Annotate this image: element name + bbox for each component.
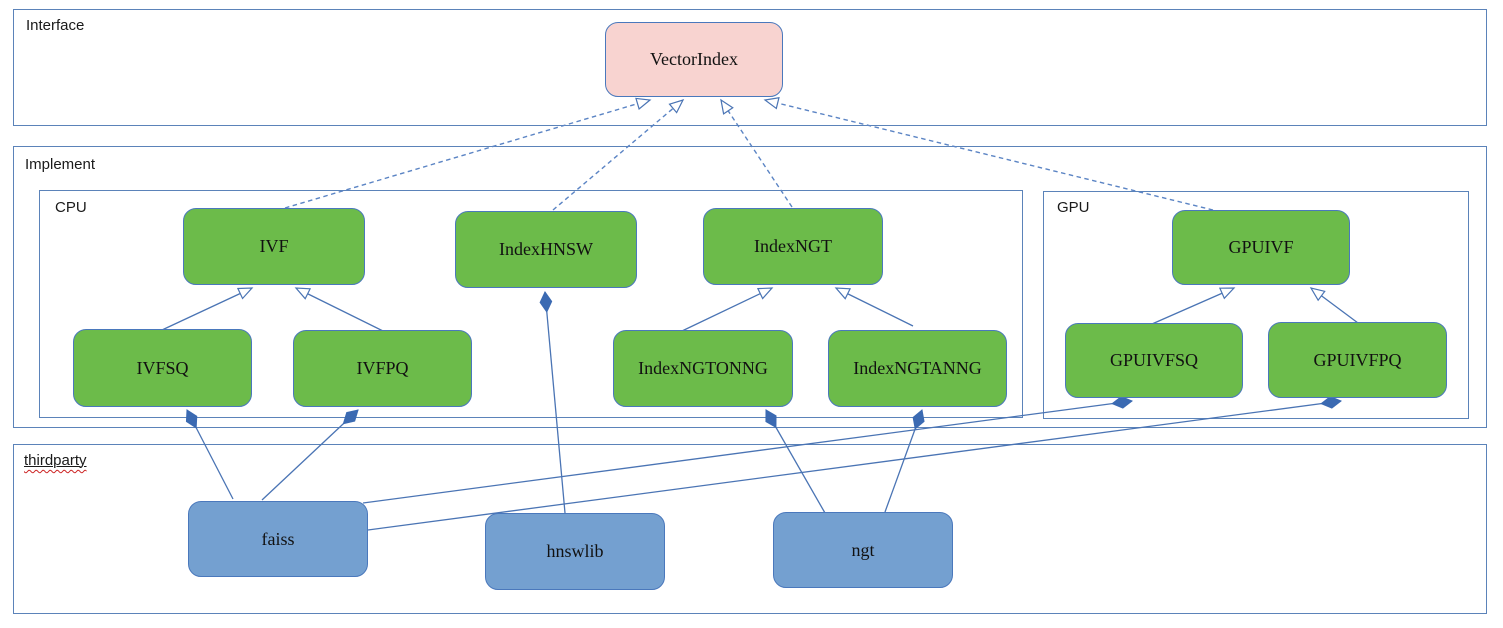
node-indexngtanng-label: IndexNGTANNG — [853, 358, 982, 378]
node-indexngtanng: IndexNGTANNG — [828, 330, 1007, 407]
container-cpu-label: CPU — [55, 199, 87, 216]
node-vectorindex-label: VectorIndex — [650, 49, 738, 69]
node-ivfpq: IVFPQ — [293, 330, 472, 407]
node-indexngt-label: IndexNGT — [754, 236, 832, 256]
node-gpuivfpq-label: GPUIVFPQ — [1313, 349, 1402, 370]
node-ivfsq-label: IVFSQ — [136, 357, 189, 378]
node-faiss-label: faiss — [261, 528, 295, 549]
container-gpu-label: GPU — [1057, 199, 1090, 216]
node-gpuivfsq-label: GPUIVFSQ — [1109, 350, 1199, 370]
node-vectorindex: VectorIndex — [605, 22, 783, 97]
node-indexhnsw: IndexHNSW — [455, 211, 637, 288]
node-gpuivf-label: GPUIVF — [1228, 237, 1294, 257]
node-ivf: IVF — [183, 208, 365, 285]
node-gpuivf: GPUIVF — [1172, 210, 1350, 285]
container-implement-label: Implement — [25, 156, 96, 173]
node-ngt-label: ngt — [851, 539, 875, 560]
node-faiss: faiss — [188, 501, 368, 577]
node-indexngt: IndexNGT — [703, 208, 883, 285]
node-gpuivfpq: GPUIVFPQ — [1268, 322, 1447, 398]
node-indexngtonng: IndexNGTONNG — [613, 330, 793, 407]
node-hnswlib-label: hnswlib — [546, 541, 604, 561]
container-thirdparty-label-text: thirdparty — [24, 452, 87, 469]
node-ivf-label: IVF — [259, 236, 289, 256]
node-indexhnsw-label: IndexHNSW — [499, 239, 593, 259]
container-interface-label: Interface — [26, 17, 85, 34]
container-thirdparty-label: thirdparty — [24, 452, 87, 469]
node-indexngtonng-label: IndexNGTONNG — [638, 358, 768, 378]
node-ngt: ngt — [773, 512, 953, 588]
node-hnswlib: hnswlib — [485, 513, 665, 590]
node-ivfpq-label: IVFPQ — [356, 358, 409, 378]
node-ivfsq: IVFSQ — [73, 329, 252, 407]
node-gpuivfsq: GPUIVFSQ — [1065, 323, 1243, 398]
